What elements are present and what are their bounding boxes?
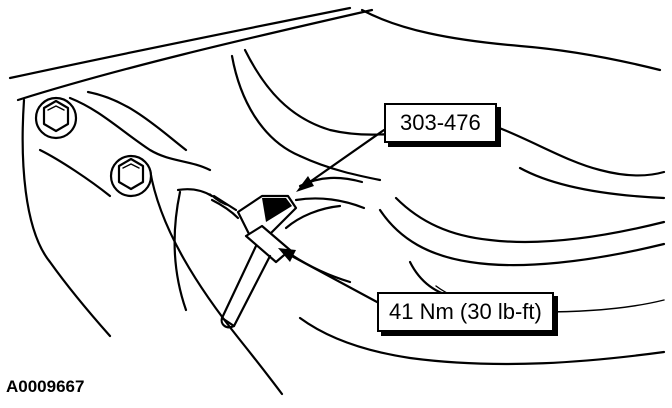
hex-bolt-icon [109,154,153,198]
tool-number-callout: 303-476 [384,103,497,143]
arrow-icon [278,248,379,304]
engine-block-outline [8,6,666,200]
torque-spec-callout: 41 Nm (30 lb-ft) [377,292,554,332]
lower-housing-outline [21,98,666,396]
sensor-bracket [284,176,366,230]
figure-id-label: A0009667 [6,377,85,396]
sensor-harness [173,188,240,312]
mounting-bracket [38,90,212,198]
hex-bolt-icon [34,96,78,140]
arrow-icon [296,128,386,192]
sensor-connector [220,194,298,329]
